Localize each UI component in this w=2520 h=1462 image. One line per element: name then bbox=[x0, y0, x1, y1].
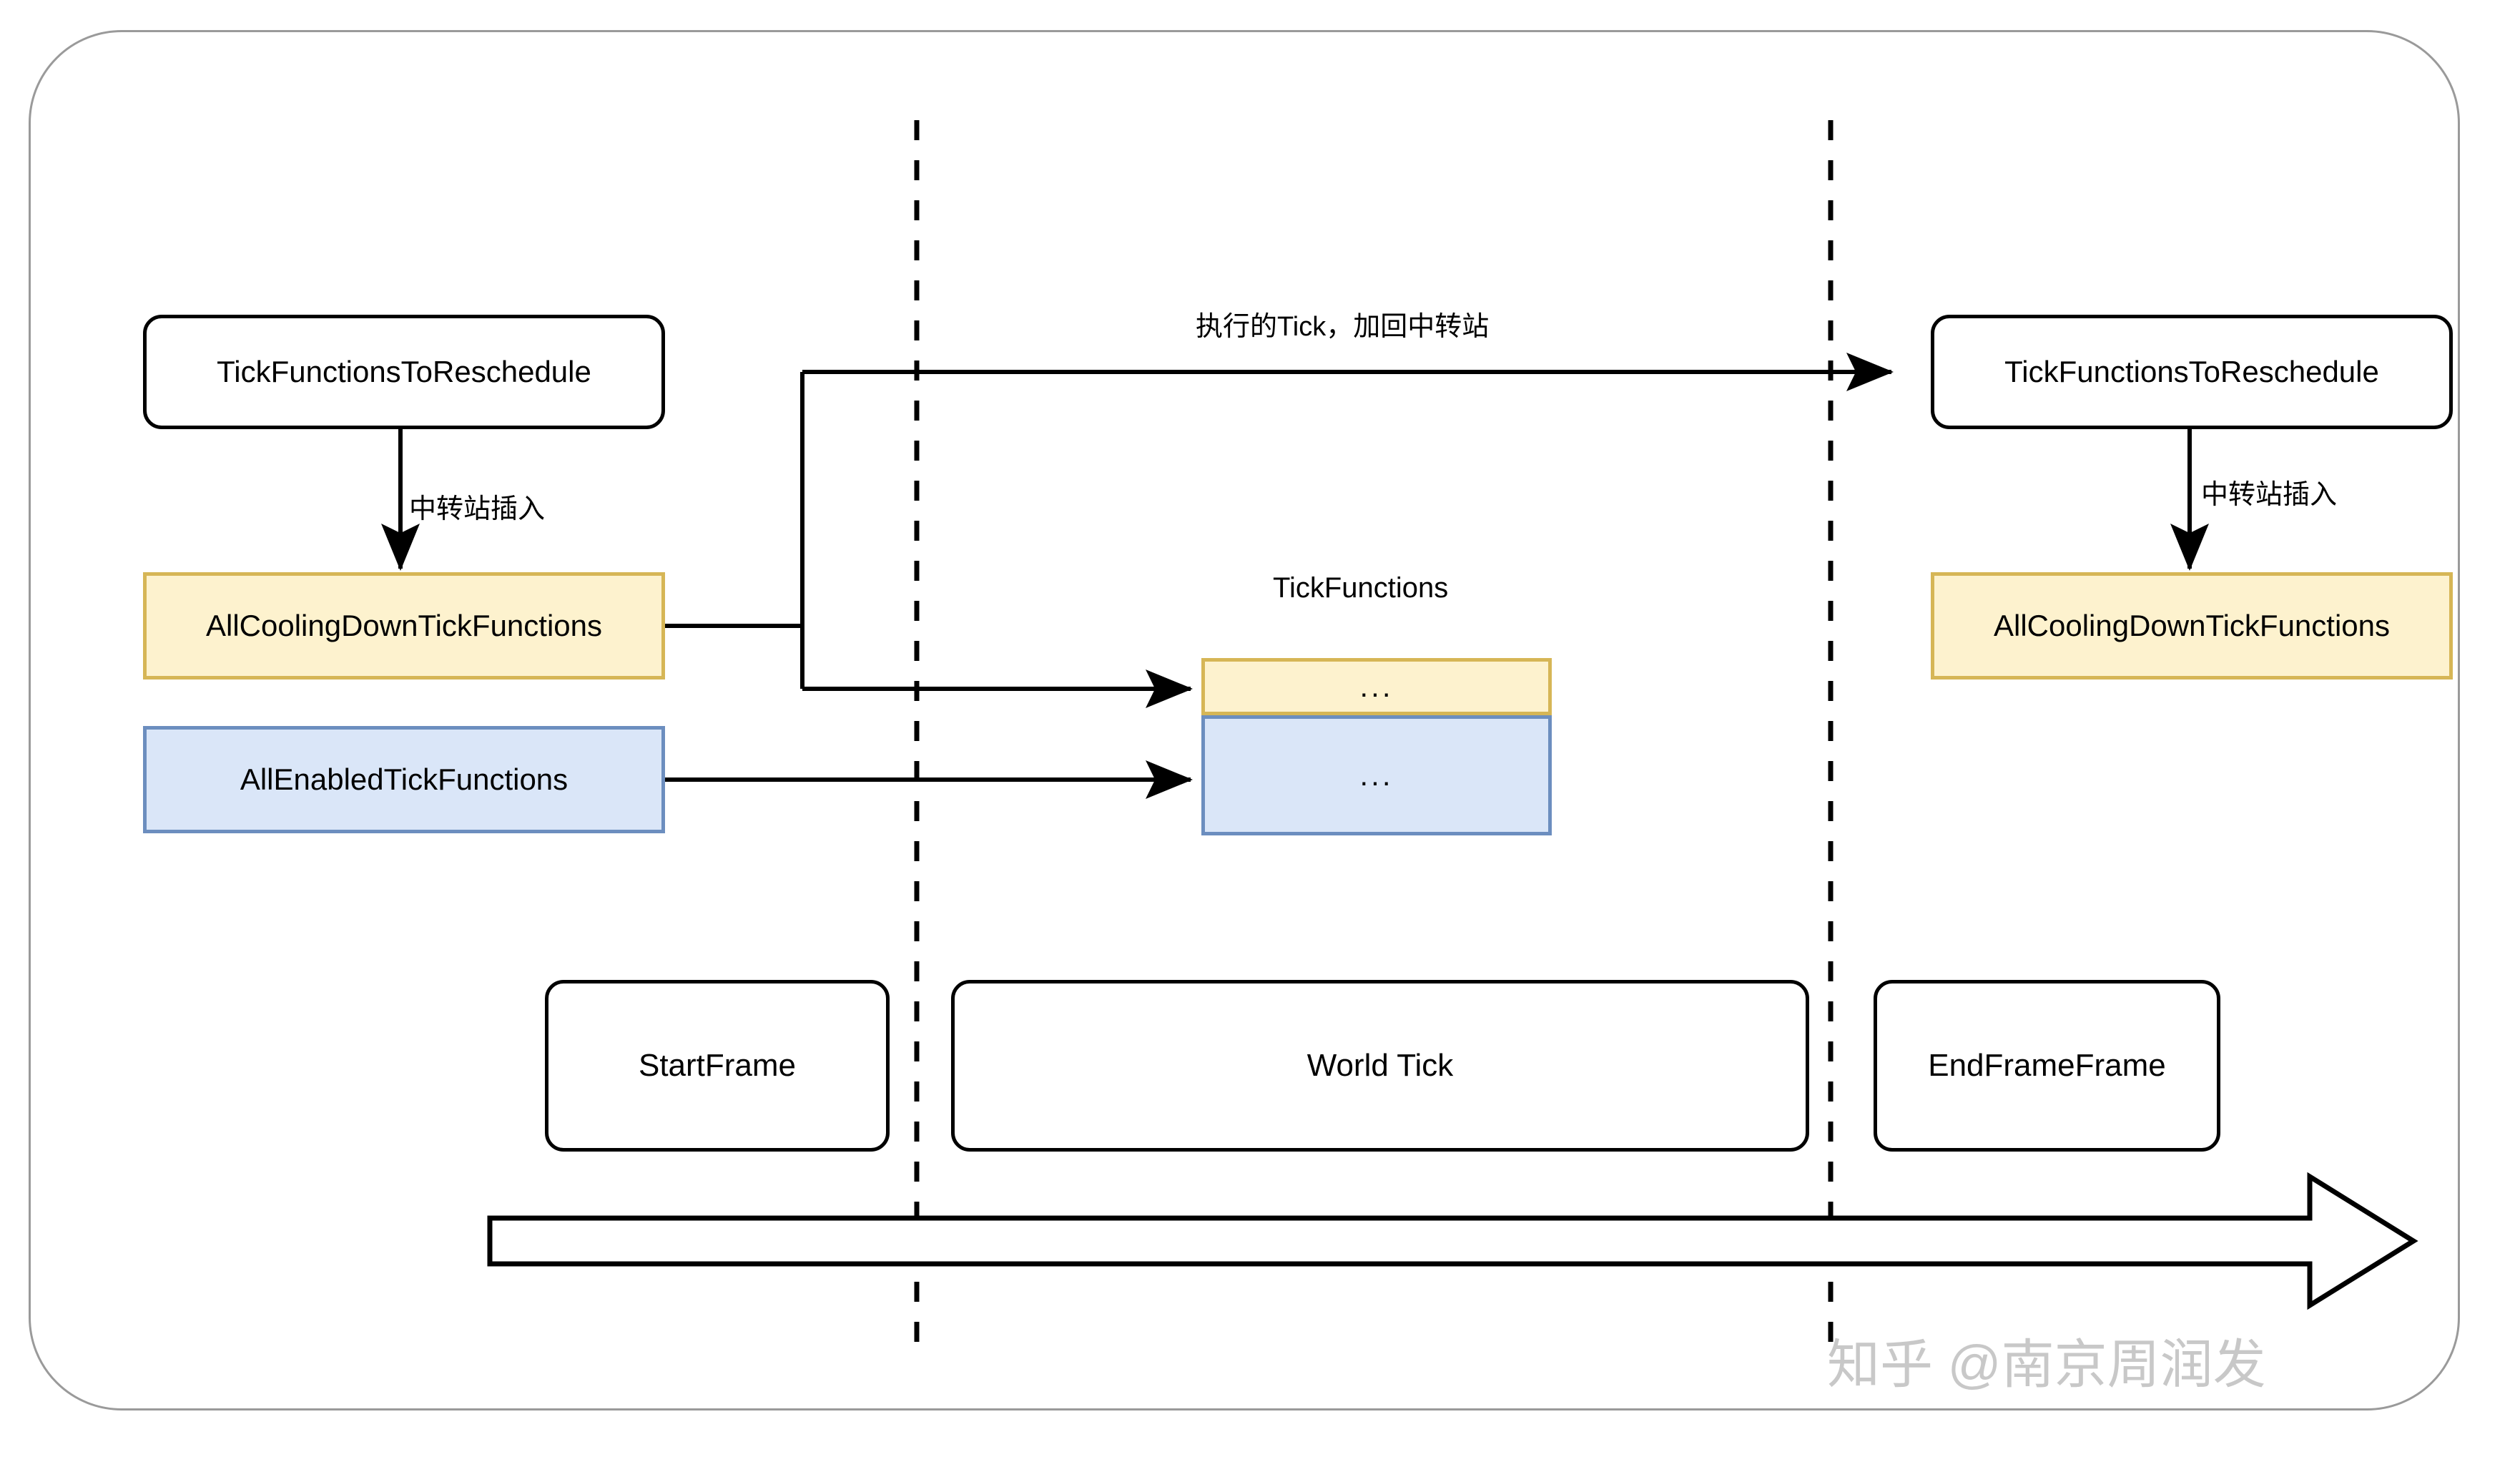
edge-label-top-flow: 执行的Tick，加回中转站 bbox=[1196, 312, 1490, 342]
tickfunctions-caption: TickFunctions bbox=[1273, 572, 1449, 604]
stack-cell-blue[interactable]: ... bbox=[1201, 715, 1552, 835]
edge-label-right-insert: 中转站插入 bbox=[2201, 480, 2338, 510]
phase-box-start-frame[interactable]: StartFrame bbox=[545, 980, 890, 1152]
node-right-tickfunctions-to-reschedule[interactable]: TickFunctionsToReschedule bbox=[1931, 315, 2453, 429]
edge-label-left-insert: 中转站插入 bbox=[409, 494, 546, 524]
node-label: TickFunctionsToReschedule bbox=[217, 355, 591, 388]
node-left-all-cooling-down-tickfunctions[interactable]: AllCoolingDownTickFunctions bbox=[143, 572, 665, 680]
node-right-all-cooling-down-tickfunctions[interactable]: AllCoolingDownTickFunctions bbox=[1931, 572, 2453, 680]
node-label: AllCoolingDownTickFunctions bbox=[206, 609, 602, 642]
node-label: AllEnabledTickFunctions bbox=[240, 762, 569, 796]
stack-cell-label: ... bbox=[1359, 758, 1394, 792]
node-left-tickfunctions-to-reschedule[interactable]: TickFunctionsToReschedule bbox=[143, 315, 665, 429]
phase-box-end-frame[interactable]: EndFrameFrame bbox=[1874, 980, 2220, 1152]
node-left-all-enabled-tickfunctions[interactable]: AllEnabledTickFunctions bbox=[143, 726, 665, 833]
node-label: AllCoolingDownTickFunctions bbox=[1994, 609, 2390, 642]
phase-label: StartFrame bbox=[638, 1048, 797, 1083]
phase-box-world-tick[interactable]: World Tick bbox=[951, 980, 1809, 1152]
phase-label: EndFrameFrame bbox=[1928, 1048, 2166, 1083]
watermark: 知乎 @南京周润发 bbox=[1827, 1335, 2266, 1394]
node-label: TickFunctionsToReschedule bbox=[2004, 355, 2379, 388]
stack-cell-label: ... bbox=[1359, 669, 1394, 703]
phase-label: World Tick bbox=[1306, 1048, 1454, 1083]
stack-cell-yellow[interactable]: ... bbox=[1201, 658, 1552, 715]
